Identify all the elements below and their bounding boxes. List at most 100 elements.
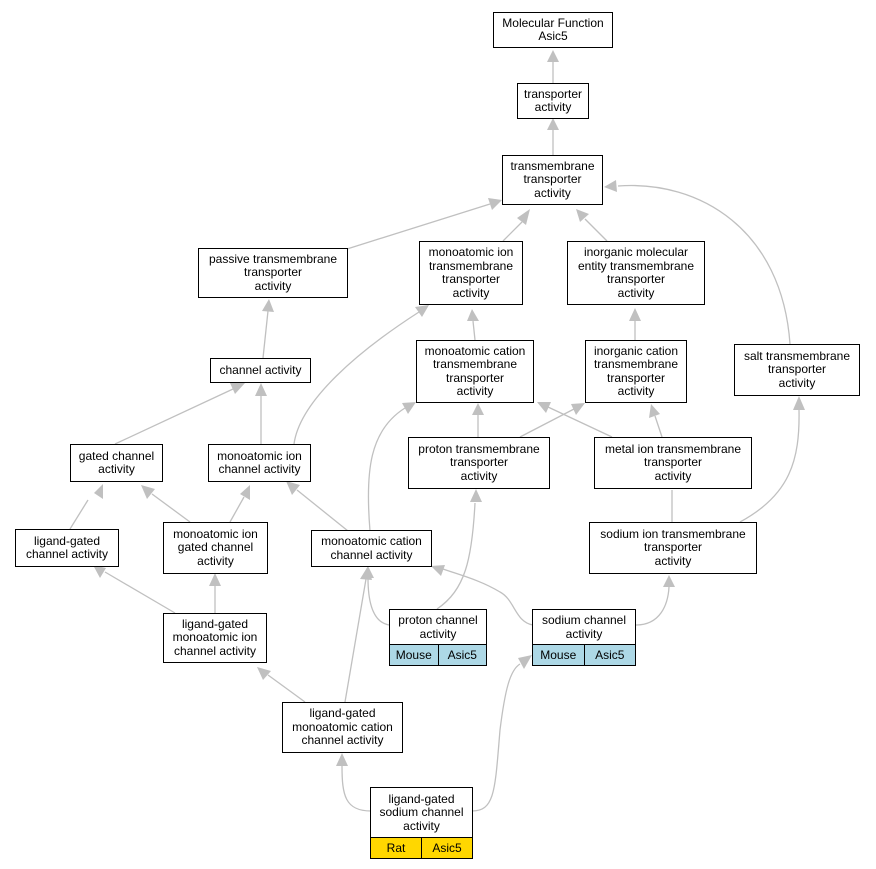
edge-ligand-sodium-to-ligand-cation — [341, 765, 372, 812]
arrowhead-channel-monoatomic — [255, 383, 267, 396]
arrowhead-monoatomic-cation-tm-cation-channel — [402, 402, 416, 414]
arrowhead-sodium-channel — [518, 655, 532, 669]
node-label: gated channel activity — [78, 448, 155, 476]
edge-proton-tm-to-inorganic-cation — [519, 408, 575, 438]
edge-ion-gated-to-gated — [151, 493, 191, 523]
arrowhead-molecular-function — [547, 50, 559, 62]
annotation-badges: Rat Asic5 — [371, 837, 472, 858]
arrowhead-gated-ion-gated — [141, 485, 155, 499]
node-label: monoatomic cation channel activity — [321, 534, 422, 562]
node-label: proton transmembrane transporter activit… — [418, 441, 540, 483]
edge-ligand-sodium-to-sodium-channel — [471, 663, 521, 812]
species-badge-mouse[interactable]: Mouse — [390, 645, 438, 665]
arrowhead-ligand-ion — [257, 667, 271, 680]
node-label: ligand-gated sodium channel activity — [379, 791, 464, 833]
arrowhead-transmembrane-inorganic — [576, 209, 589, 222]
node-ligand-gated-channel-activity[interactable]: ligand-gated channel activity — [15, 529, 119, 567]
arrowhead-channel-gated — [230, 383, 245, 394]
node-ligand-gated-monoatomic-cation-channel-activity[interactable]: ligand-gated monoatomic cation channel a… — [282, 702, 403, 753]
node-label: transmembrane transporter activity — [510, 158, 595, 200]
arrowhead-inorganic-molecular — [629, 308, 641, 321]
node-sodium-channel-activity[interactable]: sodium channel activity Mouse Asic5 — [532, 609, 636, 666]
node-ligand-gated-sodium-channel-activity[interactable]: ligand-gated sodium channel activity Rat… — [370, 787, 473, 859]
node-monoatomic-ion-transmembrane-transporter-activity[interactable]: monoatomic ion transmembrane transporter… — [419, 241, 523, 305]
edge-metal-ion-to-inorganic-cation — [654, 415, 663, 438]
arrowhead-transporter — [547, 118, 559, 130]
edge-monoatomic-ion-channel-to-monoatomic-ion-tm — [293, 311, 420, 445]
arrowhead-monoatomic-ion-tm — [467, 309, 479, 321]
node-label: ligand-gated channel activity — [25, 533, 109, 561]
node-label: sodium ion transmembrane transporter act… — [600, 526, 746, 568]
edge-cation-channel-to-monoatomic-cation-tm — [367, 407, 406, 532]
node-label: passive transmembrane transporter activi… — [208, 251, 338, 293]
arrowhead-monoatomic-cation-tm — [472, 403, 484, 415]
node-passive-transmembrane-transporter-activity[interactable]: passive transmembrane transporter activi… — [198, 248, 348, 298]
node-molecular-function[interactable]: Molecular Function Asic5 — [493, 12, 613, 48]
edge-gated-to-channel — [114, 388, 234, 445]
edge-sodium-channel-to-cation-channel — [442, 568, 534, 626]
edge-sodium-channel-to-sodium-ion-tm — [635, 586, 670, 626]
node-sodium-ion-transmembrane-transporter-activity[interactable]: sodium ion transmembrane transporter act… — [589, 522, 757, 574]
node-label: sodium channel activity — [541, 613, 627, 641]
node-monoatomic-cation-channel-activity[interactable]: monoatomic cation channel activity — [311, 530, 432, 567]
arrowhead-ion-gated — [209, 573, 221, 586]
edge-proton-channel-to-cation-channel — [367, 577, 390, 626]
node-inorganic-cation-transmembrane-transporter-activity[interactable]: inorganic cation transmembrane transport… — [585, 340, 687, 403]
arrowhead-transmembrane-ion — [517, 209, 530, 225]
arrowhead-proton-tm — [470, 489, 482, 502]
edge-monoatomic-cation-tm-to-monoatomic-ion-tm — [472, 320, 476, 341]
node-ligand-gated-monoatomic-ion-channel-activity[interactable]: ligand-gated monoatomic ion channel acti… — [163, 613, 267, 663]
edge-metal-ion-to-monoatomic-cation-tm — [547, 406, 613, 438]
arrowhead-inorganic-cation-metal — [649, 404, 660, 418]
arrowhead-monoatomic-cation-tm-metal — [537, 402, 551, 413]
species-badge-mouse[interactable]: Mouse — [533, 645, 584, 665]
node-monoatomic-ion-channel-activity[interactable]: monoatomic ion channel activity — [208, 444, 311, 482]
arrowhead-ligand-cation — [336, 753, 348, 766]
edge-ligand-ion-to-ligand-gated-channel — [104, 571, 176, 614]
node-transmembrane-transporter-activity[interactable]: transmembrane transporter activity — [502, 155, 603, 205]
edge-sodium-ion-tm-to-salt — [739, 409, 800, 523]
gene-badge-asic5[interactable]: Asic5 — [437, 645, 486, 665]
node-label: ligand-gated monoatomic ion channel acti… — [172, 616, 258, 658]
edge-inorganic-molecular-to-transmembrane — [584, 218, 608, 242]
edge-cation-channel-to-monoatomic-ion-channel — [296, 489, 349, 532]
node-proton-transmembrane-transporter-activity[interactable]: proton transmembrane transporter activit… — [408, 437, 550, 489]
arrowhead-transmembrane-salt — [604, 180, 617, 192]
arrowhead-cation-channel-sodium — [431, 565, 445, 576]
node-channel-activity[interactable]: channel activity — [210, 358, 311, 383]
node-gated-channel-activity[interactable]: gated channel activity — [70, 444, 163, 482]
node-label: inorganic molecular entity transmembrane… — [577, 245, 695, 300]
edge-salt-to-transmembrane — [617, 184, 791, 345]
edge-passive-to-transmembrane — [346, 203, 491, 250]
node-monoatomic-ion-gated-channel-activity[interactable]: monoatomic ion gated channel activity — [163, 522, 268, 574]
node-monoatomic-cation-transmembrane-transporter-activity[interactable]: monoatomic cation transmembrane transpor… — [416, 340, 534, 403]
node-label: transporter activity — [523, 86, 583, 114]
node-label: monoatomic cation transmembrane transpor… — [424, 343, 526, 398]
node-inorganic-molecular-entity-transmembrane-transporter-activity[interactable]: inorganic molecular entity transmembrane… — [567, 241, 705, 305]
edge-ligand-cation-to-ligand-ion — [267, 674, 306, 703]
node-label: proton channel activity — [398, 613, 478, 641]
gene-badge-asic5[interactable]: Asic5 — [421, 838, 472, 858]
node-transporter-activity[interactable]: transporter activity — [517, 83, 589, 119]
arrowhead-monoatomic-ion-tm-2 — [415, 305, 429, 317]
edge-ligand-gated-channel-to-gated — [69, 499, 89, 530]
node-proton-channel-activity[interactable]: proton channel activity Mouse Asic5 — [389, 609, 487, 666]
gene-badge-asic5[interactable]: Asic5 — [583, 645, 635, 665]
node-label: channel activity — [219, 362, 302, 377]
node-salt-transmembrane-transporter-activity[interactable]: salt transmembrane transporter activity — [734, 344, 860, 396]
node-metal-ion-transmembrane-transporter-activity[interactable]: metal ion transmembrane transporter acti… — [594, 437, 752, 489]
edge-monoatomic-ion-tm-to-transmembrane — [502, 221, 523, 242]
arrowhead-monoatomic-ion-channel-gated — [240, 485, 250, 500]
edge-ligand-cation-to-cation-channel — [344, 578, 367, 703]
node-label: monoatomic ion transmembrane transporter… — [428, 245, 514, 300]
node-label: inorganic cation transmembrane transport… — [593, 343, 679, 398]
annotation-badges: Mouse Asic5 — [533, 644, 635, 665]
node-label: Molecular Function Asic5 — [502, 15, 604, 43]
species-badge-rat[interactable]: Rat — [371, 838, 421, 858]
node-label: ligand-gated monoatomic cation channel a… — [292, 706, 393, 748]
annotation-badges: Mouse Asic5 — [390, 644, 486, 665]
arrowhead-monoatomic-ion-channel-cation — [286, 481, 300, 495]
arrowhead-gated-ligand — [94, 484, 103, 499]
arrowhead-cation-channel-ligand — [360, 566, 372, 580]
